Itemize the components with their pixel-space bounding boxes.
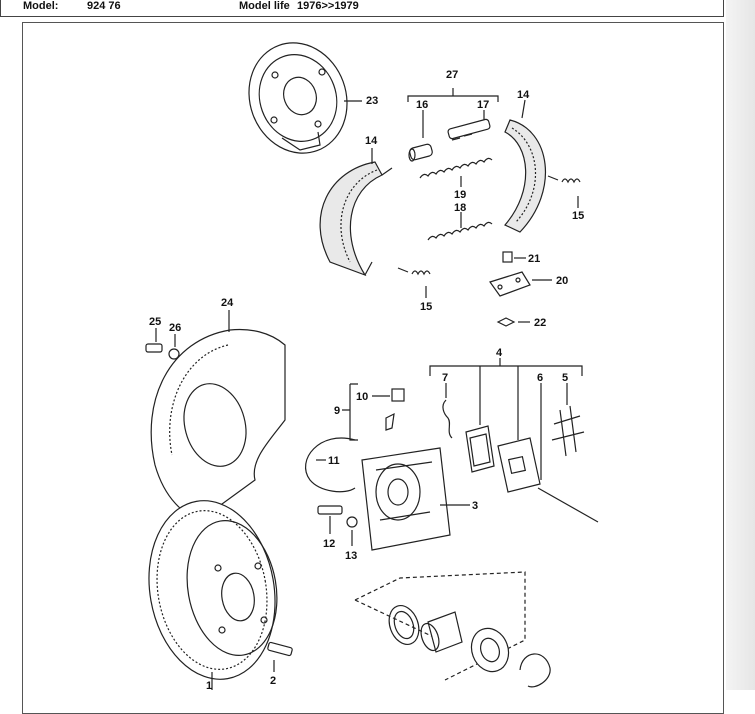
model-life-value: 1976>>1979 [297,0,359,12]
brake-parts-diagram: 23 27 16 17 14 14 19 18 15 15 21 20 22 2… [145,42,599,690]
caliper-part [361,447,470,551]
model-header-bar: Model: 924 76 Model life 1976>>1979 [0,0,724,17]
label-19: 19 [454,189,466,201]
model-value: 924 76 [87,0,121,12]
label-9: 9 [334,405,340,417]
backing-plate-part [248,42,362,154]
brake-shoe-left-part [319,148,393,277]
page-edge-shadow [726,0,755,690]
spring-19 [419,157,493,179]
label-25: 25 [149,316,161,328]
label-1: 1 [206,680,212,690]
label-27: 27 [446,69,458,81]
label-6: 6 [537,372,543,384]
brake-pad-inner-part [465,425,495,473]
bolt-washer-25-26 [145,328,180,360]
label-16: 16 [416,99,428,111]
brake-disc-part [148,500,278,690]
spring-18 [427,221,493,241]
label-21: 21 [528,253,540,265]
label-18: 18 [454,202,466,214]
label-2: 2 [270,675,276,687]
label-11: 11 [328,455,340,467]
bleed-screw-part [342,383,405,441]
label-17: 17 [477,99,489,111]
bracket-4 [429,358,583,376]
label-12: 12 [323,538,335,550]
label-15-right: 15 [572,210,584,222]
label-4: 4 [496,347,503,359]
hold-down-spring-b [547,175,581,208]
brake-pad-outer-part [497,437,541,493]
brake-shoe-right-part [504,99,546,233]
label-15-left: 15 [420,301,432,313]
label-26: 26 [169,322,181,334]
dust-shield-part [150,310,286,521]
label-20: 20 [556,275,568,287]
piston-seal-set-part [388,605,551,688]
label-23: 23 [366,95,378,107]
label-10: 10 [356,391,368,403]
label-22: 22 [534,317,546,329]
caliper-bolt-washer [317,505,358,546]
label-7: 7 [442,372,448,384]
bracket-27 [407,88,499,102]
model-label: Model: [23,0,59,12]
adjuster-part [447,118,491,141]
hold-down-spring-a [397,267,431,298]
label-24: 24 [221,297,234,309]
lever-assembly-part [489,251,552,327]
guide-pin-part [537,487,599,523]
label-13: 13 [345,550,357,562]
diagram-frame [22,22,724,714]
label-14-right: 14 [517,89,530,101]
disc-screw-part [267,641,293,672]
retaining-wire-part [305,437,356,493]
label-14-left: 14 [365,135,378,147]
label-5: 5 [562,372,568,384]
label-3: 3 [472,500,478,512]
model-life-label: Model life [239,0,290,12]
wheel-cylinder-part [408,143,433,162]
pad-clip-part [442,399,453,439]
anti-rattle-spring-part [551,405,585,457]
